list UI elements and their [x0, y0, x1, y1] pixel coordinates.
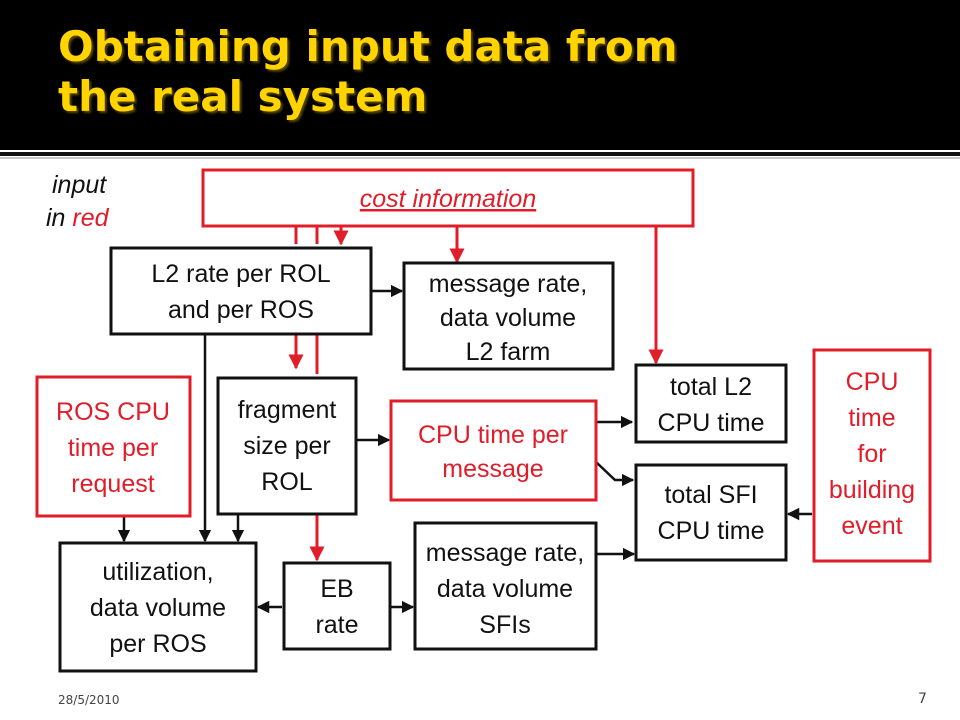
box-total-l2-cpu-time: total L2 CPU time	[634, 363, 788, 444]
legend-in-red: in red	[46, 204, 110, 232]
svg-text:data volume: data volume	[90, 594, 226, 622]
svg-text:per ROS: per ROS	[109, 630, 206, 658]
svg-text:request: request	[71, 470, 154, 498]
svg-text:CPU: CPU	[846, 368, 899, 396]
box-cpu-time-building-event: CPU time for building event	[812, 348, 932, 563]
box-utilization-per-ros: utilization, data volume per ROS	[58, 541, 258, 673]
box-ros-cpu-time: ROS CPU time per request	[35, 375, 192, 518]
svg-text:time per: time per	[68, 434, 158, 462]
slide-title: Obtaining input data from the real syste…	[58, 22, 678, 121]
svg-text:L2 rate per ROL: L2 rate per ROL	[151, 260, 330, 288]
svg-text:ROL: ROL	[261, 468, 313, 496]
svg-text:rate: rate	[315, 611, 358, 639]
svg-text:time: time	[848, 404, 895, 432]
svg-text:message rate,: message rate,	[426, 539, 584, 567]
svg-text:total SFI: total SFI	[664, 481, 757, 509]
box-message-rate-sfis: message rate, data volume SFIs	[413, 521, 598, 651]
svg-text:for: for	[857, 440, 886, 468]
svg-text:EB: EB	[320, 575, 353, 603]
title-bar: Obtaining input data from the real syste…	[0, 0, 960, 150]
title-divider	[0, 152, 960, 156]
svg-text:cost information: cost information	[360, 185, 536, 213]
svg-text:message rate,: message rate,	[429, 270, 587, 298]
svg-text:SFIs: SFIs	[479, 611, 530, 639]
box-l2-rate-per-rol: L2 rate per ROL and per ROS	[109, 246, 373, 336]
svg-text:total L2: total L2	[670, 373, 752, 401]
legend-input: input	[52, 171, 107, 199]
box-eb-rate: EB rate	[282, 561, 392, 651]
svg-text:and per ROS: and per ROS	[168, 296, 314, 324]
svg-text:ROS CPU: ROS CPU	[56, 398, 170, 426]
svg-text:data volume: data volume	[440, 304, 576, 332]
box-message-rate-l2-farm: message rate, data volume L2 farm	[402, 261, 615, 371]
svg-text:CPU time: CPU time	[658, 409, 765, 437]
box-cost-information: cost information	[201, 168, 695, 228]
svg-text:building: building	[829, 476, 915, 504]
title-divider-shadow	[0, 157, 960, 159]
svg-text:utilization,: utilization,	[102, 558, 213, 586]
svg-text:event: event	[841, 512, 902, 540]
svg-text:CPU time per: CPU time per	[418, 421, 568, 449]
box-fragment-size: fragment size per ROL	[216, 376, 358, 516]
black-connectors	[117, 284, 812, 614]
box-cpu-time-per-message: CPU time per message	[389, 399, 598, 502]
svg-text:CPU time: CPU time	[658, 517, 765, 545]
slide-date: 28/5/2010	[58, 693, 120, 707]
slide-page-number: 7	[918, 691, 927, 707]
svg-text:fragment: fragment	[238, 396, 337, 424]
box-total-sfi-cpu-time: total SFI CPU time	[634, 463, 788, 562]
red-connectors	[288, 226, 664, 562]
svg-text:L2 farm: L2 farm	[466, 338, 551, 366]
svg-text:size per: size per	[243, 432, 331, 460]
svg-text:data volume: data volume	[437, 575, 573, 603]
svg-text:message: message	[442, 455, 543, 483]
